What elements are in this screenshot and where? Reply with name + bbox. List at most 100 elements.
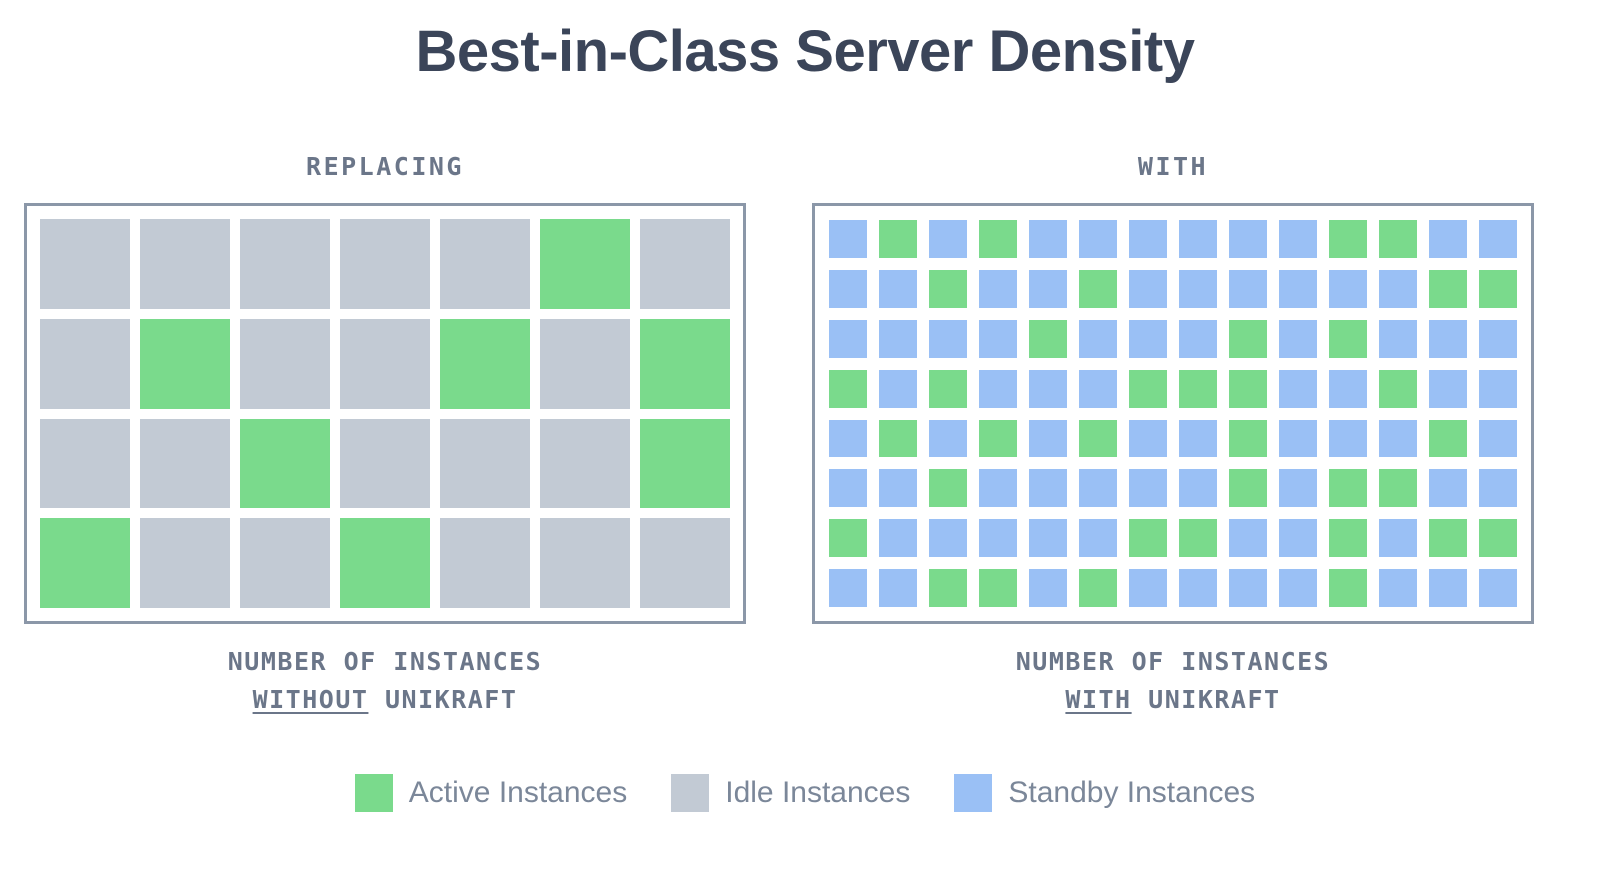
instance-cell-idle: [635, 214, 735, 314]
instance-cell-standby: [1173, 563, 1223, 613]
instance-swatch: [1179, 569, 1217, 607]
instance-swatch: [240, 418, 330, 509]
instance-cell-idle: [535, 314, 635, 414]
instance-cell-idle: [35, 314, 135, 414]
instance-swatch: [979, 319, 1017, 358]
instance-cell-standby: [1473, 314, 1523, 364]
instance-cell-active: [1173, 364, 1223, 414]
instance-cell-idle: [635, 513, 735, 613]
instance-cell-standby: [1273, 264, 1323, 314]
instance-cell-idle: [435, 513, 535, 613]
instance-cell-standby: [823, 314, 873, 364]
instance-swatch: [929, 419, 967, 458]
instance-swatch: [140, 518, 230, 608]
legend-swatch-active: [354, 774, 393, 812]
instance-cell-standby: [1023, 264, 1073, 314]
instance-swatch: [240, 318, 330, 409]
instance-cell-active: [823, 364, 873, 414]
instance-swatch: [1479, 519, 1517, 558]
instance-swatch: [1179, 220, 1217, 258]
instance-cell-standby: [1023, 214, 1073, 264]
instance-swatch: [1179, 269, 1217, 308]
instance-cell-standby: [973, 463, 1023, 513]
instance-cell-standby: [1423, 314, 1473, 364]
instance-cell-standby: [873, 513, 923, 563]
instance-swatch: [40, 318, 130, 409]
instance-swatch: [979, 469, 1017, 508]
instance-cell-active: [635, 314, 735, 414]
instance-swatch: [1279, 269, 1317, 308]
instance-cell-standby: [923, 214, 973, 264]
instance-cell-standby: [1273, 463, 1323, 513]
instance-cell-standby: [1373, 314, 1423, 364]
instance-cell-standby: [1273, 314, 1323, 364]
instance-cell-standby: [1123, 414, 1173, 464]
instance-swatch: [1279, 419, 1317, 458]
instance-cell-active: [435, 314, 535, 414]
instance-swatch: [1479, 469, 1517, 508]
instance-cell-standby: [1473, 364, 1523, 414]
instance-cell-active: [1323, 214, 1373, 264]
instance-cell-active: [1023, 314, 1073, 364]
instance-swatch: [1429, 220, 1467, 258]
instance-swatch: [1129, 419, 1167, 458]
instance-swatch: [1379, 269, 1417, 308]
instance-cell-active: [1423, 513, 1473, 563]
instance-swatch: [1229, 319, 1267, 358]
right-caption-line2: WITH UNIKRAFT: [812, 681, 1534, 719]
legend-item-standby: Standby Instances: [954, 774, 1255, 812]
instance-cell-idle: [135, 513, 235, 613]
instance-swatch: [540, 518, 630, 608]
instance-cell-standby: [1323, 414, 1373, 464]
instance-cell-standby: [873, 314, 923, 364]
instance-swatch: [879, 319, 917, 358]
right-server-panel: [812, 203, 1534, 624]
right-caption-line1: NUMBER OF INSTANCES: [1015, 647, 1331, 676]
instance-cell-standby: [1173, 314, 1223, 364]
instance-swatch: [1379, 519, 1417, 558]
instance-swatch: [1079, 469, 1117, 508]
instance-cell-standby: [973, 513, 1023, 563]
instance-cell-standby: [873, 264, 923, 314]
instance-swatch: [979, 369, 1017, 408]
instance-cell-standby: [1273, 513, 1323, 563]
instance-cell-idle: [135, 214, 235, 314]
instance-cell-active: [823, 513, 873, 563]
instance-swatch: [1029, 519, 1067, 558]
instance-swatch: [929, 469, 967, 508]
instance-cell-standby: [1273, 364, 1323, 414]
instance-cell-idle: [235, 314, 335, 414]
instance-cell-standby: [1423, 563, 1473, 613]
instance-cell-active: [1323, 563, 1373, 613]
instance-cell-idle: [535, 414, 635, 514]
left-caption-rest: UNIKRAFT: [368, 684, 518, 714]
instance-cell-active: [1073, 264, 1123, 314]
instance-cell-standby: [1223, 513, 1273, 563]
right-caption-emphasis: WITH: [1065, 684, 1132, 714]
instance-swatch: [1479, 369, 1517, 408]
instance-swatch: [140, 418, 230, 509]
instance-swatch: [340, 219, 430, 309]
instance-swatch: [640, 418, 730, 509]
instance-swatch: [929, 519, 967, 558]
instance-swatch: [1479, 319, 1517, 358]
instance-cell-active: [1073, 563, 1123, 613]
instance-swatch: [1379, 569, 1417, 607]
instance-swatch: [1279, 569, 1317, 607]
instance-swatch: [640, 318, 730, 409]
instance-swatch: [929, 319, 967, 358]
instance-cell-standby: [923, 414, 973, 464]
instance-cell-standby: [1123, 463, 1173, 513]
instance-swatch: [979, 269, 1017, 308]
instance-cell-standby: [973, 364, 1023, 414]
instance-cell-standby: [1073, 463, 1123, 513]
instance-swatch: [1429, 519, 1467, 558]
instance-cell-standby: [873, 364, 923, 414]
instance-cell-active: [1223, 463, 1273, 513]
instance-cell-standby: [1323, 364, 1373, 414]
instance-cell-active: [535, 214, 635, 314]
left-panel-caption: NUMBER OF INSTANCES WITHOUT UNIKRAFT: [24, 643, 746, 718]
instance-swatch: [1129, 369, 1167, 408]
instance-swatch: [1179, 419, 1217, 458]
